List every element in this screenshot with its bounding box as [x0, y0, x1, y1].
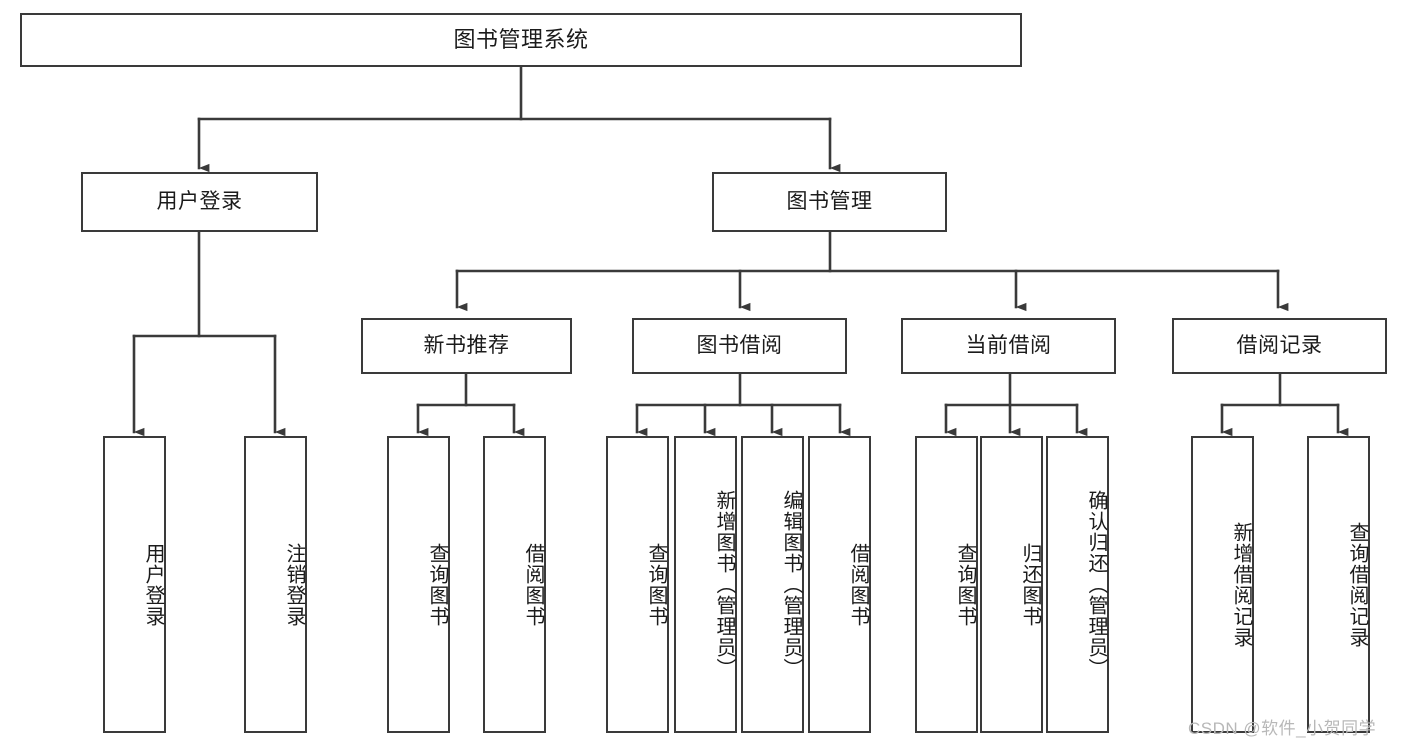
leaf-user-login-logout[interactable]: 注销登录	[244, 436, 307, 733]
node-label: 当前借阅	[965, 333, 1052, 357]
leaf-current-borrow-query-book[interactable]: 查询图书	[915, 436, 978, 733]
node-book-borrow[interactable]: 图书借阅	[632, 318, 847, 374]
node-label: 图书管理	[786, 189, 873, 213]
node-label: 确认归还（管理员）	[1085, 490, 1107, 679]
leaf-new-book-query-book[interactable]: 查询图书	[387, 436, 450, 733]
leaf-borrow-record-add-record[interactable]: 新增借阅记录	[1191, 436, 1254, 733]
leaf-current-borrow-confirm-return-admin[interactable]: 确认归还（管理员）	[1046, 436, 1109, 733]
node-label: 图书借阅	[696, 333, 783, 357]
node-book-management[interactable]: 图书管理	[712, 172, 947, 232]
leaf-book-borrow-add-book-admin[interactable]: 新增图书（管理员）	[674, 436, 737, 733]
node-current-borrow[interactable]: 当前借阅	[901, 318, 1116, 374]
leaf-user-login-login[interactable]: 用户登录	[103, 436, 166, 733]
leaf-current-borrow-return-book[interactable]: 归还图书	[980, 436, 1043, 733]
leaf-borrow-record-query-record[interactable]: 查询借阅记录	[1307, 436, 1370, 733]
node-label: 图书管理系统	[453, 27, 589, 53]
node-user-login[interactable]: 用户登录	[81, 172, 318, 232]
node-label: 新增图书（管理员）	[713, 490, 735, 679]
leaf-new-book-borrow-book[interactable]: 借阅图书	[483, 436, 546, 733]
node-borrow-record[interactable]: 借阅记录	[1172, 318, 1387, 374]
node-label: 借阅图书	[522, 542, 544, 627]
node-label: 借阅图书	[847, 542, 869, 627]
node-label: 用户登录	[142, 542, 164, 627]
node-label: 查询图书	[645, 542, 667, 627]
node-label: 归还图书	[1019, 542, 1041, 627]
leaf-book-borrow-query-book[interactable]: 查询图书	[606, 436, 669, 733]
node-label: 新增借阅记录	[1230, 521, 1252, 648]
leaf-book-borrow-edit-book-admin[interactable]: 编辑图书（管理员）	[741, 436, 804, 733]
node-label: 新书推荐	[423, 333, 510, 357]
node-label: 注销登录	[283, 542, 305, 627]
node-new-book-recommend[interactable]: 新书推荐	[361, 318, 572, 374]
node-label: 查询借阅记录	[1346, 521, 1368, 648]
node-label: 编辑图书（管理员）	[780, 490, 802, 679]
node-label: 借阅记录	[1236, 333, 1323, 357]
node-label: 用户登录	[156, 189, 243, 213]
node-root-book-management-system[interactable]: 图书管理系统	[20, 13, 1022, 67]
node-label: 查询图书	[954, 542, 976, 627]
leaf-book-borrow-borrow-book[interactable]: 借阅图书	[808, 436, 871, 733]
csdn-watermark: CSDN @软件_小贺同学	[1188, 719, 1377, 738]
node-label: 查询图书	[426, 542, 448, 627]
